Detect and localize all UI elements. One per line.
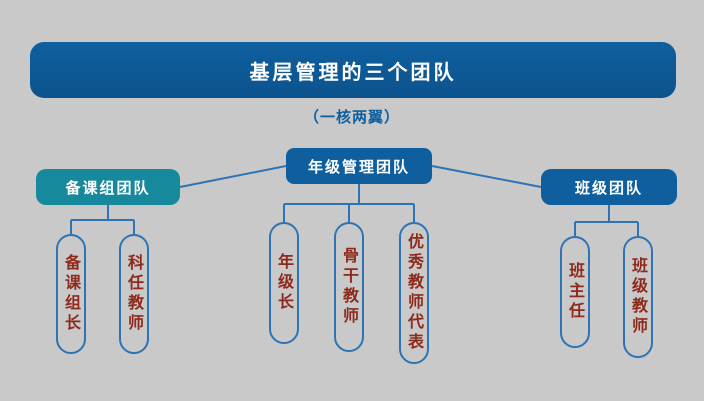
team-node-grade-management: 年级管理团队 (286, 148, 432, 184)
member-label: 科任教师 (125, 254, 144, 334)
member-label: 年级长 (275, 253, 294, 313)
member-capsule: 班级教师 (623, 236, 653, 358)
member-capsule: 备课组长 (56, 234, 86, 354)
member-capsule: 科任教师 (119, 234, 149, 354)
member-label: 优秀教师代表 (405, 233, 424, 353)
member-label: 班级教师 (629, 257, 648, 337)
member-capsule: 班主任 (560, 236, 590, 348)
member-capsule: 优秀教师代表 (399, 222, 429, 364)
subtitle: （一核两翼） (303, 108, 400, 126)
member-label: 骨干教师 (340, 247, 359, 327)
member-capsule: 骨干教师 (334, 222, 364, 352)
member-label: 班主任 (566, 262, 585, 322)
banner-title: 基层管理的三个团队 (30, 42, 676, 98)
member-label: 备课组长 (62, 254, 81, 334)
team-node-class: 班级团队 (541, 169, 677, 205)
team-node-lesson-prep: 备课组团队 (36, 169, 180, 205)
member-capsule: 年级长 (269, 222, 299, 344)
